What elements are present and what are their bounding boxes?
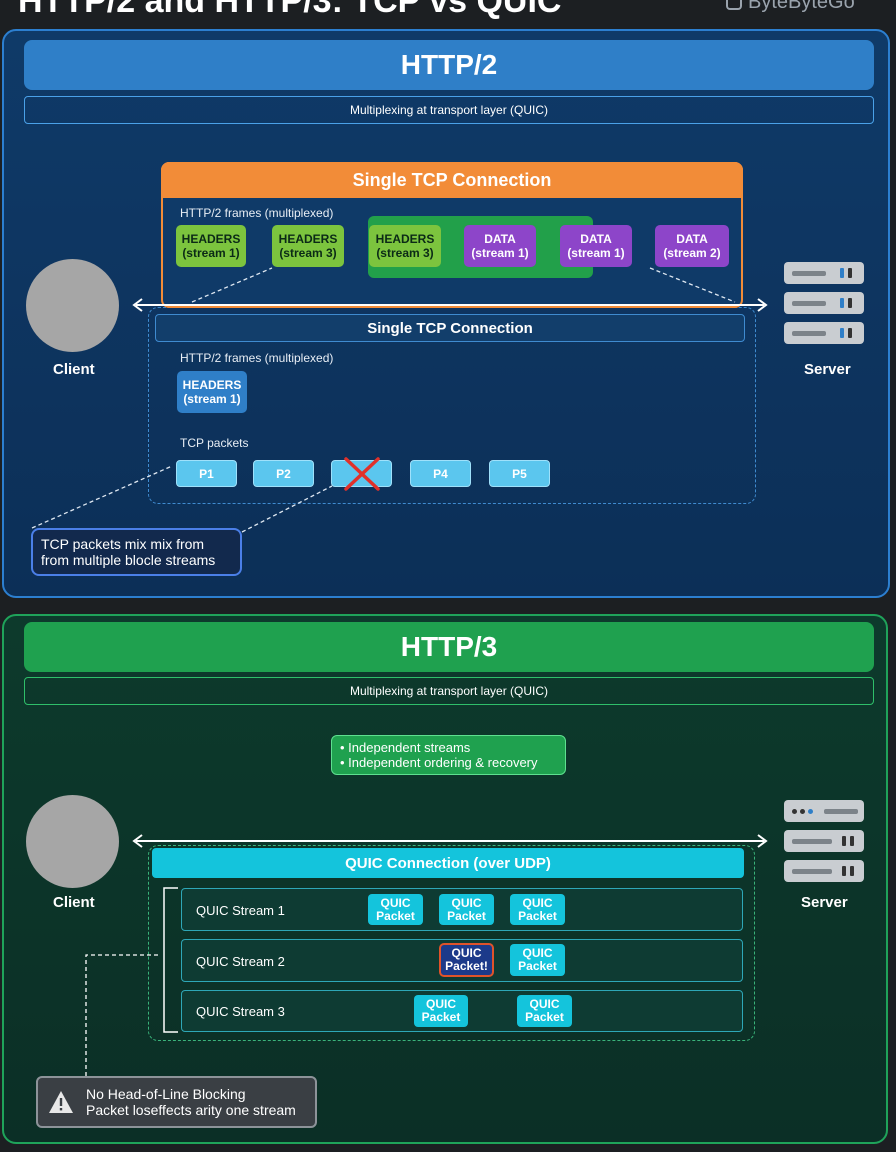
quic-stream-label: QUIC Stream 2	[196, 954, 285, 969]
server-icon	[784, 262, 864, 346]
frame-headers-stream3: HEADERS(stream 3)	[272, 225, 344, 267]
packets-label: TCP packets	[180, 436, 249, 450]
lost-x-icon	[344, 457, 380, 491]
frame-data-stream2: DATA(stream 2)	[655, 225, 729, 267]
brand-icon	[726, 0, 742, 10]
quic-connection-region	[148, 845, 755, 1041]
callout-line: No Head-of-Line Blocking	[86, 1086, 246, 1102]
tcp-packet: P1	[176, 460, 237, 487]
tcp-packet-lost	[331, 457, 392, 491]
callout-line: TCP packets mix mix from	[41, 536, 205, 552]
frame-headers-stream1: HEADERS(stream 1)	[176, 225, 246, 267]
feature-bullets: • Independent streams • Independent orde…	[331, 735, 566, 775]
callout-line: Packet los­effects arity one stream	[86, 1102, 296, 1118]
http3-header: HTTP/3	[24, 622, 874, 672]
http2-subheader: Multiplexing at transport layer (QUIC)	[24, 96, 874, 124]
frame-data-stream1: DATA(stream 1)	[464, 225, 536, 267]
page-title: HTTP/2 and HTTP/3: TCP vs QUIC	[18, 0, 562, 20]
http2-header: HTTP/2	[24, 40, 874, 90]
tcp-packet: P5	[489, 460, 550, 487]
client-avatar	[26, 795, 119, 888]
tcp-packet: P4	[410, 460, 471, 487]
tcp-connection-title: Single TCP Connection	[161, 162, 743, 198]
brand-text: ByteByteGo	[748, 0, 855, 13]
http3-subheader: Multiplexing at transport layer (QUIC)	[24, 677, 874, 705]
http2-client-label: Client	[53, 361, 95, 378]
http3-connector-lines	[85, 834, 768, 1076]
brand-logo: ByteByteGo	[726, 0, 855, 12]
callout-line: from multiple blocle streams	[41, 552, 216, 568]
http3-server-label: Server	[801, 894, 848, 911]
quic-connection-title: QUIC Connection (over UDP)	[152, 848, 744, 878]
warning-icon	[49, 1091, 73, 1113]
http2-connector-lines	[31, 267, 768, 533]
bullet-item: • Independent ordering & recovery	[340, 755, 538, 770]
http3-client-label: Client	[53, 894, 95, 911]
server-icon	[784, 800, 864, 884]
frame-data-stream1: DATA(stream 1)	[560, 225, 632, 267]
http3-panel	[2, 614, 888, 1144]
bullet-item: • Independent streams	[340, 740, 471, 755]
inner-frames-label: HTTP/2 frames (multiplexed)	[180, 351, 334, 365]
client-avatar	[26, 259, 119, 352]
tcp-inner-title: Single TCP Connection	[155, 314, 745, 342]
frames-label: HTTP/2 frames (multiplexed)	[180, 206, 334, 220]
http2-server-label: Server	[804, 361, 851, 378]
tcp-packet: P2	[253, 460, 314, 487]
frame-headers-stream3: HEADERS(stream 3)	[369, 225, 441, 267]
inner-frame-headers: HEADERS(stream 1)	[177, 371, 247, 413]
quic-stream-label: QUIC Stream 3	[196, 1004, 285, 1019]
http2-callout: TCP packets mix mix from from multiple b…	[31, 528, 242, 576]
quic-stream-label: QUIC Stream 1	[196, 903, 285, 918]
http3-callout: No Head-of-Line Blocking Packet los­effe…	[36, 1076, 317, 1128]
